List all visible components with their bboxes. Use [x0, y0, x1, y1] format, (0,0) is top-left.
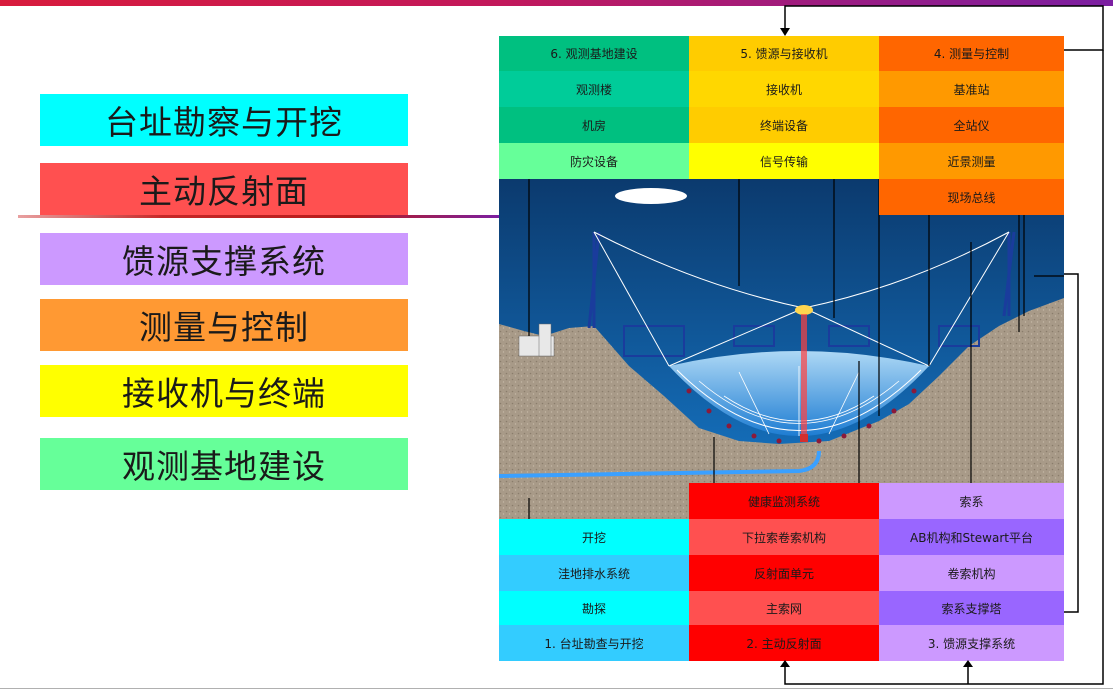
cell-machine-room: 机房 [499, 107, 689, 143]
legend-active-reflector: 主动反射面 [40, 163, 408, 215]
cell-cable-system: 索系 [879, 483, 1064, 519]
cell-observation-building: 观测楼 [499, 71, 689, 107]
cell-terminal-equipment: 终端设备 [689, 107, 879, 143]
cell-reference-station: 基准站 [879, 71, 1064, 107]
legend-measurement-control: 测量与控制 [40, 299, 408, 351]
cell-close-range-measurement: 近景测量 [879, 143, 1064, 179]
cell-excavation: 开挖 [499, 519, 689, 555]
cell-main-cable-net: 主索网 [689, 591, 879, 625]
cell-disaster-prevention: 防灾设备 [499, 143, 689, 179]
cell-reflector-unit: 反射面单元 [689, 555, 879, 591]
legend-observation-base: 观测基地建设 [40, 438, 408, 490]
cell-exploration: 勘探 [499, 591, 689, 625]
legend-feed-support: 馈源支撑系统 [40, 233, 408, 285]
cell-ab-stewart-platform: AB机构和Stewart平台 [879, 519, 1064, 555]
cell-measurement-header: 4. 测量与控制 [879, 36, 1064, 71]
cell-active-reflector-header: 2. 主动反射面 [689, 625, 879, 661]
cell-winch-mechanism: 卷索机构 [879, 555, 1064, 591]
cell-health-monitoring: 健康监测系统 [689, 483, 879, 519]
feed-cabin [795, 305, 813, 315]
cell-observation-base-header: 6. 观测基地建设 [499, 36, 689, 71]
cell-fieldbus: 现场总线 [879, 179, 1064, 215]
observation-building [518, 323, 555, 357]
fast-telescope-diagram: 6. 观测基地建设 观测楼 机房 防灾设备 5. 馈源与接收机 接收机 终端设备… [499, 36, 1064, 661]
legend-receiver-terminal: 接收机与终端 [40, 365, 408, 417]
cell-drainage-system: 洼地排水系统 [499, 555, 689, 591]
legend-pointer-line [18, 215, 500, 218]
bottom-divider [0, 688, 1113, 689]
legend-site-survey: 台址勘察与开挖 [40, 94, 408, 146]
top-accent-bar [0, 0, 1113, 6]
cell-site-survey-header: 1. 台址勘查与开挖 [499, 625, 689, 661]
cell-feed-support-header: 3. 馈源支撑系统 [879, 625, 1064, 661]
cell-cable-support-tower: 索系支撑塔 [879, 591, 1064, 625]
cell-total-station: 全站仪 [879, 107, 1064, 143]
cell-pull-down-winch: 下拉索卷索机构 [689, 519, 879, 555]
cell-feed-receiver-header: 5. 馈源与接收机 [689, 36, 879, 71]
cell-signal-transmission: 信号传输 [689, 143, 879, 179]
cloud [615, 188, 687, 204]
cell-receiver: 接收机 [689, 71, 879, 107]
